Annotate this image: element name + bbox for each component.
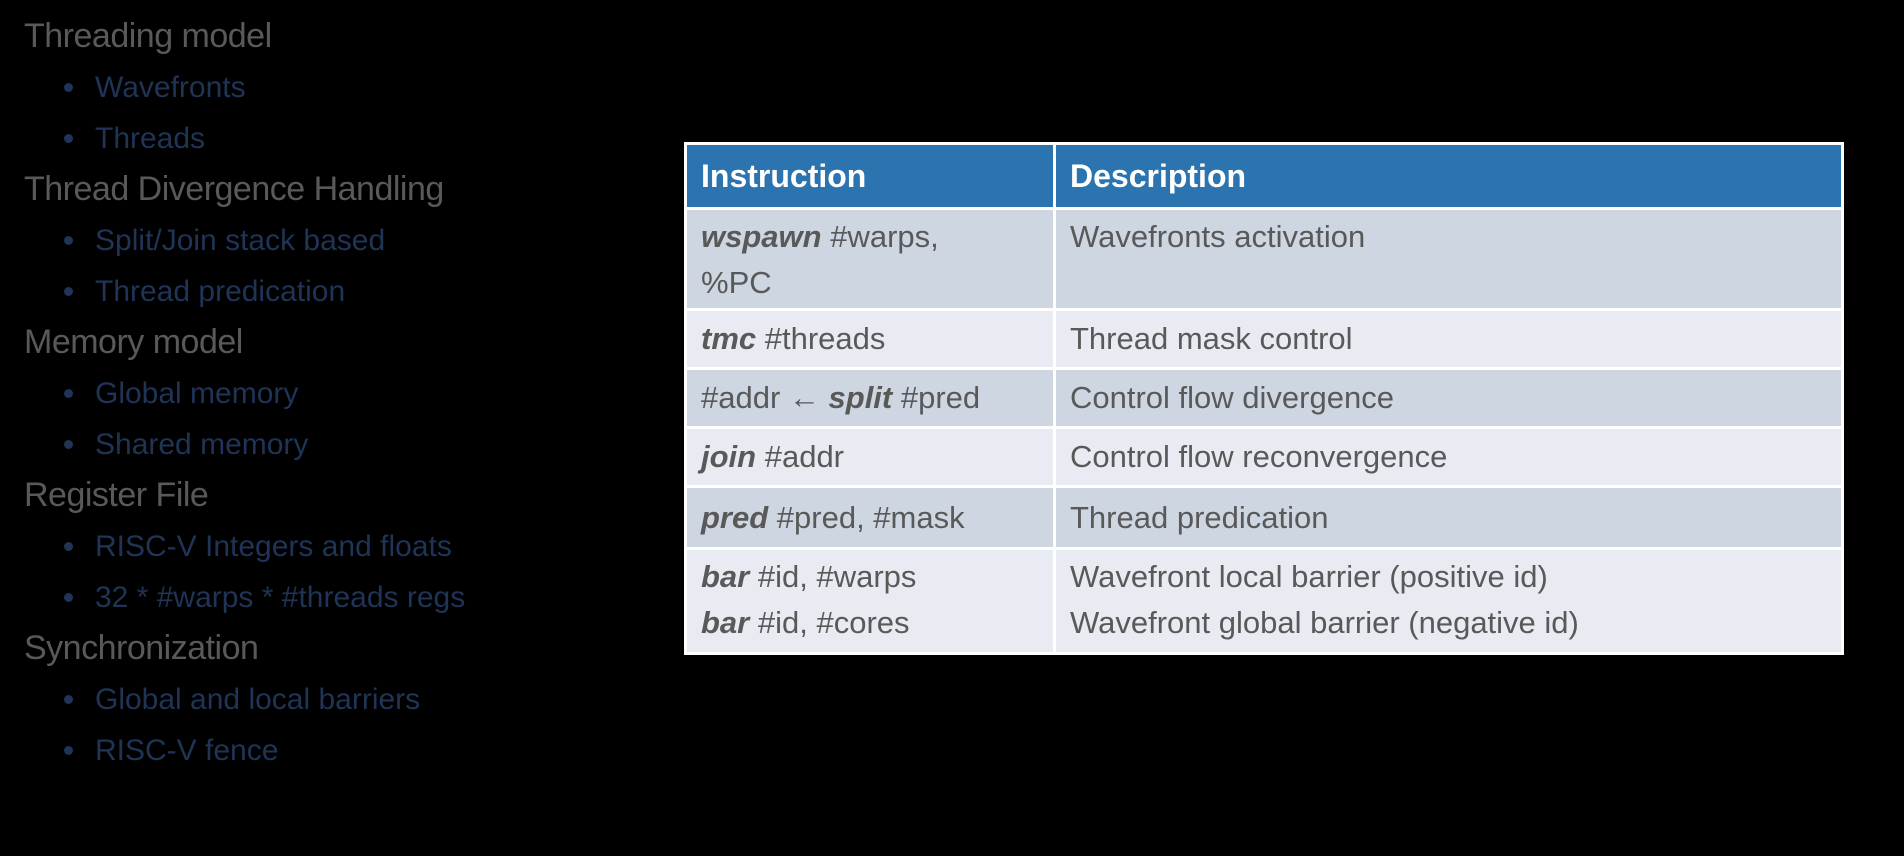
mnemonic-text: wspawn [701, 219, 822, 254]
outline-bullet-label: Split/Join stack based [95, 223, 386, 257]
instruction-table: Instruction Description wspawn #warps, %P… [684, 142, 1844, 655]
column-header-instruction-label: Instruction [701, 157, 867, 194]
instruction-cell: join #addr [687, 429, 1053, 485]
description-line: Thread predication [1070, 499, 1329, 535]
bullet-icon [64, 389, 73, 398]
outline-bullet-label: Wavefronts [95, 70, 246, 104]
description-cell: Thread predication [1056, 488, 1841, 547]
mnemonic-text: join [701, 439, 757, 474]
bullet-icon [64, 83, 73, 92]
outline-bullet-item: 32 * #warps * #threads regs [24, 572, 664, 623]
bullet-icon [64, 134, 73, 143]
outline-bullet-item: Wavefronts [24, 62, 664, 113]
instruction-line: join #addr [701, 434, 1045, 480]
outline-bullet-label: Threads [95, 121, 206, 155]
outline-bullet-item: RISC-V Integers and floats [24, 521, 664, 572]
bullet-icon [64, 695, 73, 704]
mnemonic-text: tmc [701, 321, 757, 356]
outline-heading: Synchronization [24, 629, 259, 667]
description-cell: Wavefronts activation [1056, 210, 1841, 308]
outline-bullet-item: Thread predication [24, 266, 664, 317]
description-cell: Wavefront local barrier (positive id) Wav… [1056, 550, 1841, 652]
operand-text: #warps, [821, 219, 939, 254]
description-line: Wavefront global barrier (negative id) [1070, 605, 1579, 640]
instruction-table-grid: Instruction Description wspawn #warps, %P… [687, 145, 1841, 652]
outline-bullet-label: Global memory [95, 376, 299, 410]
instruction-cell: wspawn #warps, %PC [687, 210, 1053, 308]
outline-bullet-item: Global and local barriers [24, 674, 664, 725]
outline-bullet-item: Threads [24, 113, 664, 164]
outline-heading: Threading model [24, 17, 272, 55]
instruction-line: #addr ← split #pred [701, 375, 1045, 421]
description-cell: Control flow reconvergence [1056, 429, 1841, 485]
outline-bullet-label: RISC-V fence [95, 733, 279, 767]
description-line: Control flow divergence [1070, 380, 1394, 415]
outline-bullet-item: Global memory [24, 368, 664, 419]
outline-bullet-label: RISC-V Integers and floats [95, 529, 452, 563]
instruction-line: bar #id, #warps [701, 554, 1045, 600]
column-header-instruction: Instruction [687, 145, 1053, 207]
column-header-description-label: Description [1070, 157, 1247, 194]
outline-heading: Memory model [24, 323, 243, 361]
mnemonic-text: pred [701, 499, 769, 535]
operand-text: #addr ← [701, 380, 829, 415]
outline-bullet-item: RISC-V fence [24, 725, 664, 776]
description-cell: Control flow divergence [1056, 370, 1841, 426]
bullet-icon [64, 440, 73, 449]
description-line: Wavefront local barrier (positive id) [1070, 559, 1548, 594]
outline-bullet-label: Shared memory [95, 427, 309, 461]
instruction-line: %PC [701, 260, 1045, 306]
operand-text: #pred, #mask [768, 499, 965, 535]
mnemonic-text: split [828, 380, 893, 415]
operand-text: #id, #cores [749, 605, 910, 640]
outline-bullet-label: Thread predication [95, 274, 346, 308]
operand-text: %PC [701, 265, 772, 300]
operand-text: #addr [756, 439, 845, 474]
operand-text: #id, #warps [749, 559, 917, 594]
outline-heading: Thread Divergence Handling [24, 170, 444, 208]
instruction-line: wspawn #warps, [701, 214, 1045, 260]
operand-text: #pred [892, 380, 981, 415]
description-line: Thread mask control [1070, 321, 1353, 356]
mnemonic-text: bar [701, 559, 750, 594]
instruction-line: tmc #threads [701, 316, 1045, 362]
column-header-description: Description [1056, 145, 1841, 207]
mnemonic-text: bar [701, 605, 750, 640]
instruction-line: pred #pred, #mask [701, 495, 1045, 541]
description-cell: Thread mask control [1056, 311, 1841, 367]
bullet-icon [64, 746, 73, 755]
outline-bullet-label: Global and local barriers [95, 682, 421, 716]
description-line: Wavefronts activation [1070, 219, 1366, 254]
outline-heading: Register File [24, 476, 209, 514]
description-line: Control flow reconvergence [1070, 439, 1448, 474]
instruction-cell: tmc #threads [687, 311, 1053, 367]
outline-bullet-item: Split/Join stack based [24, 215, 664, 266]
instruction-cell: #addr ← split #pred [687, 370, 1053, 426]
outline-bullet-item: Shared memory [24, 419, 664, 470]
bullet-icon [64, 542, 73, 551]
instruction-line: bar #id, #cores [701, 600, 1045, 646]
outline-bullet-label: 32 * #warps * #threads regs [95, 580, 466, 614]
instruction-cell: pred #pred, #mask [687, 488, 1053, 547]
bullet-icon [64, 287, 73, 296]
bullet-icon [64, 593, 73, 602]
operand-text: #threads [756, 321, 886, 356]
bullet-icon [64, 236, 73, 245]
